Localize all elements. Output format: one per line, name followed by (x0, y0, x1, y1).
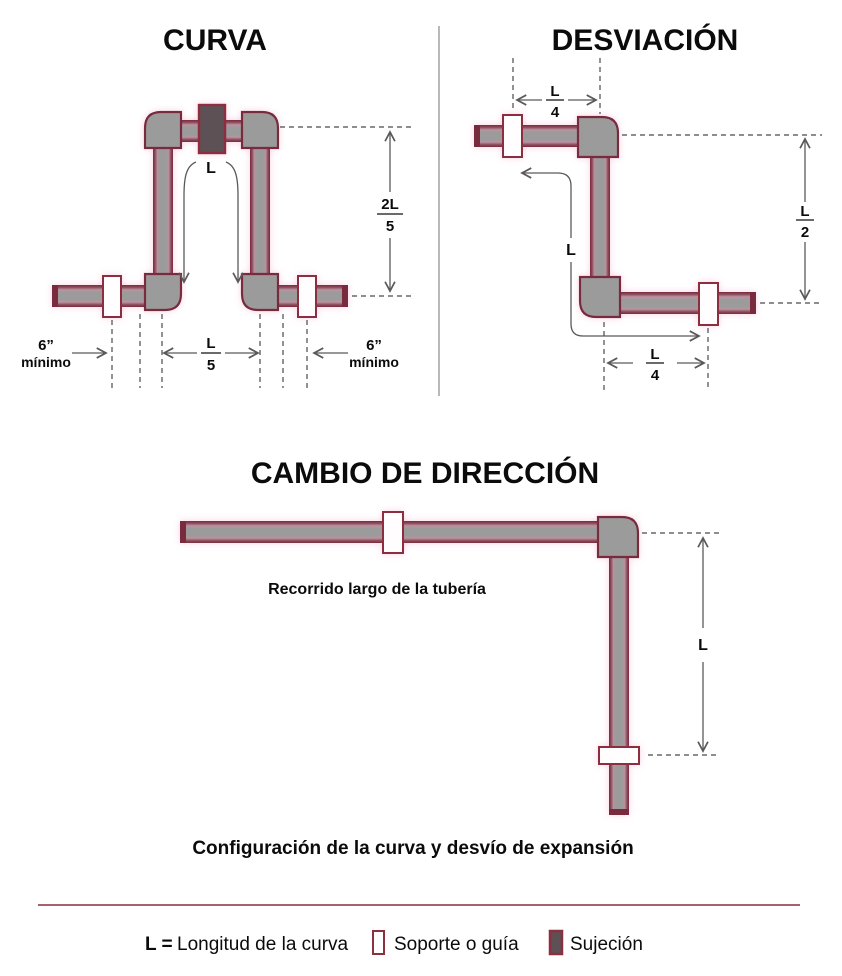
fraction-numerator: L (650, 346, 659, 363)
fraction-denominator: 4 (651, 367, 660, 384)
legend: L = Longitud de la curva Soporte o guía … (38, 904, 800, 956)
desviacion-piping (474, 114, 756, 326)
length-label: L (698, 637, 708, 654)
min-value: 6” (366, 337, 382, 354)
length-arrow-left-tip (520, 167, 572, 187)
curva-elbow-top-left (143, 110, 183, 150)
curva-min-left: 6” mínimo (21, 337, 108, 370)
fraction-numerator: L (206, 335, 215, 352)
support-icon (102, 275, 122, 318)
support-icon (502, 114, 523, 158)
cambio-left-endcap (180, 521, 186, 543)
cambio-vertical-pipe (609, 555, 629, 815)
support-icon (598, 746, 640, 765)
desviacion-top-dimension: L 4 (512, 58, 601, 121)
desviacion-elbow-bottom (578, 275, 622, 319)
cambio-bottom-endcap (609, 809, 629, 815)
desviacion-vertical-pipe (590, 155, 610, 279)
desviacion-elbow-top (576, 115, 620, 159)
min-unit: mínimo (349, 354, 399, 370)
curva-height-dimension: 2L 5 (280, 126, 415, 297)
min-unit: mínimo (21, 354, 71, 370)
desviacion-length-arrow: L (520, 167, 701, 342)
curva-bottom-left-pipe (52, 285, 147, 307)
desviacion-bottom-dimension: L 4 (603, 322, 709, 390)
cambio-piping (180, 511, 640, 815)
desviacion-top-pipe (474, 125, 580, 147)
fraction-denominator: 5 (386, 218, 394, 235)
desviacion-bottom-endcap (750, 292, 756, 314)
fraction-numerator: 2L (381, 196, 399, 213)
loop-arrow-right (225, 161, 244, 284)
desviacion-title: DESVIACIÓN (552, 23, 739, 57)
cambio-panel: CAMBIO DE DIRECCIÓN Recorrido largo de l… (180, 456, 720, 859)
support-icon (297, 275, 317, 318)
fraction-numerator: L (800, 203, 809, 220)
curva-right-pipe-endcap (342, 285, 348, 307)
min-value: 6” (38, 337, 54, 354)
curva-left-leg-pipe (153, 146, 173, 278)
cambio-elbow (596, 515, 640, 559)
fraction-denominator: 5 (207, 357, 215, 374)
curva-right-leg-pipe (250, 146, 270, 278)
desviacion-bottom-pipe (618, 292, 756, 314)
cambio-length-dimension: L (642, 532, 720, 756)
length-label: L (566, 242, 576, 259)
curva-elbow-top-right (240, 110, 280, 150)
support-icon (698, 282, 719, 326)
curva-elbow-bottom-right (240, 272, 280, 312)
anchor-icon (197, 103, 227, 155)
curva-panel: CURVA L (21, 24, 415, 388)
legend-support-label: Soporte o guía (394, 934, 519, 955)
support-legend-icon (372, 930, 385, 955)
legend-anchor-label: Sujeción (570, 934, 643, 955)
desviacion-side-dimension: L 2 (622, 134, 822, 304)
curva-piping (52, 103, 348, 318)
desviacion-panel: DESVIACIÓN L 4 L (474, 23, 822, 390)
fraction-denominator: 4 (551, 104, 560, 121)
curva-left-pipe-endcap (52, 285, 58, 307)
legend-length-text: Longitud de la curva (177, 934, 349, 955)
curva-loop-dimension: L (178, 160, 244, 284)
legend-length-key: L = (145, 934, 173, 955)
loop-length-label: L (206, 160, 216, 177)
fraction-numerator: L (550, 83, 559, 100)
cambio-title: CAMBIO DE DIRECCIÓN (251, 456, 599, 490)
curva-elbow-bottom-left (143, 272, 183, 312)
diagram-caption: Configuración de la curva y desvío de ex… (192, 838, 633, 859)
desviacion-top-endcap (474, 125, 480, 147)
curva-title: CURVA (163, 24, 267, 57)
length-arrow-right-tip (570, 262, 701, 342)
curva-span-dimension: L 5 (162, 335, 260, 374)
fraction-denominator: 2 (801, 224, 809, 241)
run-label: Recorrido largo de la tubería (268, 581, 486, 598)
curva-bottom-guides (111, 314, 308, 388)
loop-arrow-left (178, 161, 197, 284)
support-icon (382, 511, 404, 554)
anchor-legend-icon (548, 929, 564, 956)
curva-min-right: 6” mínimo (312, 337, 399, 370)
